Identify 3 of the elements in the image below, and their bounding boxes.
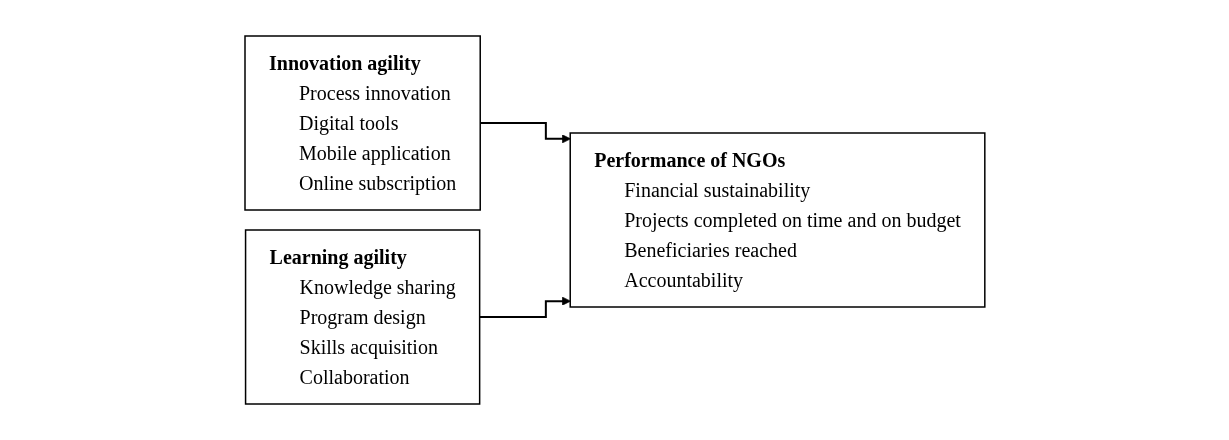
node-box: Innovation agility Process innovation Digital tools Mobile application Online subscription [243,35,481,211]
node-box: Learning agility Knowledge sharing Program design Skills acquisition Collaboration [244,229,480,405]
node-box: Performance of NGOs Financial sustainability Projects completed on time and on budget Beneficiaries reached Accountability [569,132,986,308]
